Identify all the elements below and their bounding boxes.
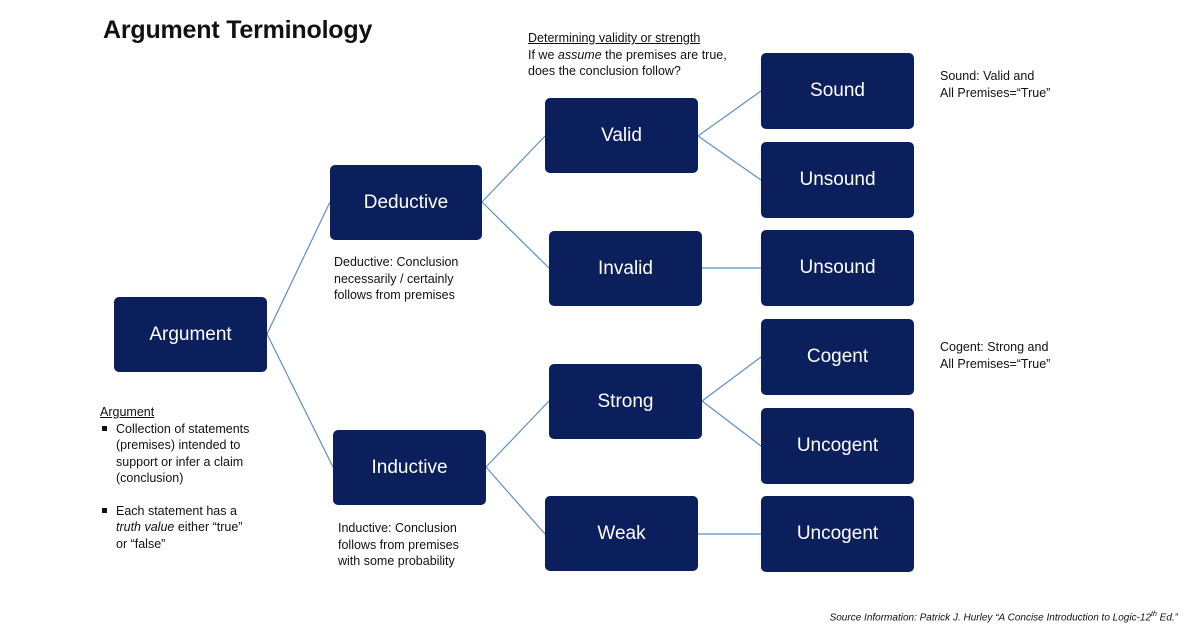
bullet2-line1: Each statement has a xyxy=(116,503,237,518)
bullet1-line3: support or infer a claim xyxy=(116,454,244,469)
sound-note-line2: All Premises=“True” xyxy=(940,85,1051,100)
validity-note-line1-post: the premises are true, xyxy=(601,47,727,62)
sound-note: Sound: Valid and All Premises=“True” xyxy=(940,68,1050,101)
bullet2-line3: or “false” xyxy=(116,536,166,551)
bullet1-line2: (premises) intended to xyxy=(116,438,241,452)
edge-valid-unsound xyxy=(697,135,762,181)
source-prefix: Source Information: Patrick J. Hurley “A… xyxy=(829,612,1152,624)
bullet2-emphasis: truth value xyxy=(116,520,175,534)
edge-inductive-weak xyxy=(485,466,546,535)
edge-deductive-invalid xyxy=(481,201,550,269)
deductive-note-line1: Deductive: Conclusion xyxy=(334,255,459,269)
edge-valid-sound xyxy=(697,90,762,137)
edge-strong-uncogent xyxy=(701,400,762,447)
inductive-note-line1: Inductive: Conclusion xyxy=(338,521,457,535)
node-invalid: Invalid xyxy=(549,231,702,306)
node-uncogent-weak: Uncogent xyxy=(761,496,914,572)
node-strong: Strong xyxy=(549,364,702,439)
node-unsound-valid: Unsound xyxy=(761,142,914,218)
bullet2-line2: truth value either “true” xyxy=(116,519,249,536)
inductive-note: Inductive: Conclusion follows from premi… xyxy=(338,520,459,570)
edge-inductive-strong xyxy=(485,400,550,468)
cogent-note-line1: Cogent: Strong and xyxy=(940,340,1049,354)
node-sound: Sound xyxy=(761,53,914,129)
source-suffix: Ed.” xyxy=(1156,612,1178,624)
inductive-note-line2: follows from premises xyxy=(338,537,459,552)
page-title: Argument Terminology xyxy=(103,16,373,44)
inductive-note-line3: with some probability xyxy=(338,554,455,568)
validity-note: Determining validity or strength If we a… xyxy=(528,30,727,80)
node-unsound-invalid: Unsound xyxy=(761,230,914,306)
deductive-note-line3: follows from premises xyxy=(334,288,455,302)
bullet2-line2-post: either “true” xyxy=(174,520,243,534)
node-weak: Weak xyxy=(545,496,698,571)
argument-definition-list: Collection of statements (premises) inte… xyxy=(100,421,249,553)
node-deductive: Deductive xyxy=(330,165,482,240)
edge-argument-deductive xyxy=(266,201,331,335)
cogent-note-line2: All Premises=“True” xyxy=(940,356,1051,371)
argument-definition: Argument Collection of statements (premi… xyxy=(100,404,249,552)
edge-strong-cogent xyxy=(701,356,762,402)
validity-note-line1: If we assume the premises are true, xyxy=(528,47,727,64)
edge-deductive-valid xyxy=(481,135,546,203)
bullet1-line4: (conclusion) xyxy=(116,471,184,485)
source-citation: Source Information: Patrick J. Hurley “A… xyxy=(830,611,1178,623)
node-uncogent-strong: Uncogent xyxy=(761,408,914,484)
node-cogent: Cogent xyxy=(761,319,914,395)
sound-note-line1: Sound: Valid and xyxy=(940,69,1035,83)
edge-argument-inductive xyxy=(266,333,334,468)
argument-definition-heading: Argument xyxy=(100,405,155,419)
validity-note-heading: Determining validity or strength xyxy=(528,31,701,45)
deductive-note-line2: necessarily / certainly xyxy=(334,271,454,286)
validity-note-emphasis: assume xyxy=(557,47,602,62)
node-inductive: Inductive xyxy=(333,430,486,505)
cogent-note: Cogent: Strong and All Premises=“True” xyxy=(940,339,1050,372)
validity-note-line1-pre: If we xyxy=(528,47,558,62)
deductive-note: Deductive: Conclusion necessarily / cert… xyxy=(334,254,458,304)
node-argument: Argument xyxy=(114,297,267,372)
validity-note-line2: does the conclusion follow? xyxy=(528,64,681,78)
bullet1-line1: Collection of statements xyxy=(116,421,250,436)
argument-bullet-2: Each statement has a truth value either … xyxy=(100,503,249,553)
argument-bullet-1: Collection of statements (premises) inte… xyxy=(100,421,249,487)
node-valid: Valid xyxy=(545,98,698,173)
source-superscript: th xyxy=(1151,611,1157,618)
